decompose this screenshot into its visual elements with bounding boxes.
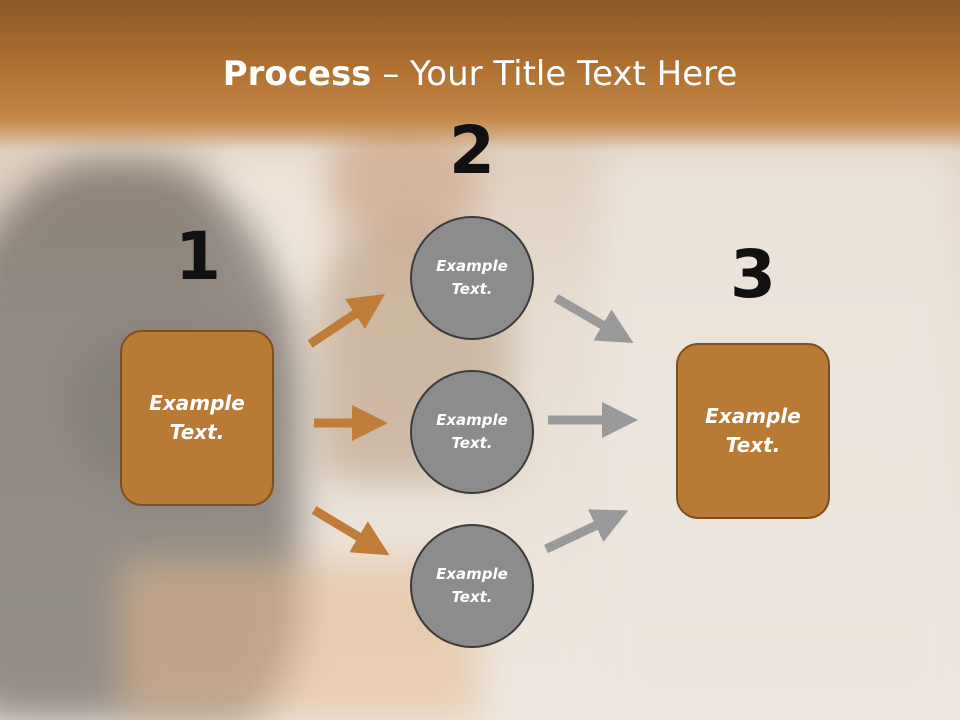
arrow-1-to-2a	[307, 294, 385, 348]
step-3-box: Example Text.	[676, 343, 830, 519]
step-2-circle-2-label: Example Text.	[436, 411, 508, 452]
step-2-circle-2: Example Text.	[410, 370, 534, 494]
arrow-1-to-2c	[311, 506, 390, 556]
step-3-number: 3	[730, 236, 776, 313]
title-rest: – Your Title Text Here	[371, 54, 738, 94]
step-2-circle-1: Example Text.	[410, 216, 534, 340]
arrow-2a-to-3	[553, 294, 634, 344]
step-2-circle-1-label: Example Text.	[436, 257, 508, 298]
title-band	[0, 0, 960, 150]
step-1-label: Example Text.	[149, 391, 245, 444]
step-2-circle-3: Example Text.	[410, 524, 534, 648]
step-1-box: Example Text.	[120, 330, 274, 506]
arrow-2c-to-3	[544, 509, 629, 554]
step-2-circle-3-label: Example Text.	[436, 565, 508, 606]
step-2-number: 2	[449, 112, 495, 189]
slide-title: Process – Your Title Text Here	[0, 52, 960, 96]
step-3-label: Example Text.	[705, 404, 801, 457]
title-bold: Process	[222, 54, 372, 94]
step-1-number: 1	[175, 218, 221, 295]
